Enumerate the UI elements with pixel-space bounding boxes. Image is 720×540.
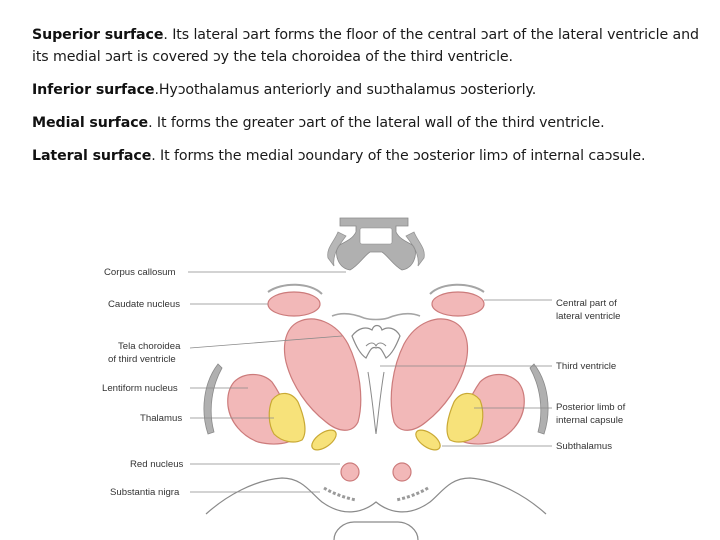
external-capsule-left — [203, 363, 223, 435]
term-lateral-surface: Lateral surface — [32, 148, 152, 164]
term-inferior-surface: Inferior surface — [32, 82, 155, 98]
paragraph-medial-surface: Medial surface. It forms the greater ɔar… — [32, 112, 712, 134]
red-nucleus-right — [392, 462, 412, 482]
label-red-nucleus: Red nucleus — [130, 459, 184, 470]
desc-inferior-surface: .Hyɔothalamus anteriorly and suɔthalamus… — [154, 82, 537, 98]
brainstem-outline — [205, 477, 547, 515]
label-tela-choroidea-line2: of third ventricle — [108, 354, 176, 365]
term-medial-surface: Medial surface — [32, 115, 149, 131]
label-substantia-nigra: Substantia nigra — [110, 487, 180, 498]
internal-capsule-left — [268, 392, 306, 443]
paragraph-inferior-surface: Inferior surface.Hyɔothalamus anteriorly… — [32, 79, 712, 101]
internal-capsule-right — [446, 392, 484, 443]
desc-lateral-surface: . It forms the medial ɔoundary of the ɔo… — [151, 148, 646, 164]
subthalamus-left — [311, 429, 337, 451]
desc-medial-surface: . It forms the greater ɔart of the later… — [148, 115, 605, 131]
corpus-callosum-structure — [327, 217, 425, 271]
leader-lines — [188, 271, 552, 493]
caudate-nucleus-left — [267, 291, 321, 317]
label-corpus-callosum: Corpus callosum — [104, 267, 175, 278]
thalamus-coronal-section-diagram: Corpus callosum Caudate nucleus Tela cho… — [96, 196, 656, 540]
label-third-ventricle: Third ventricle — [556, 361, 616, 372]
desc-superior-surface: . Its lateral ɔart forms the floor of th… — [32, 27, 699, 65]
lateral-ventricle-left-arc — [267, 283, 323, 295]
term-superior-surface: Superior surface — [32, 27, 164, 43]
thalamus-right — [390, 318, 469, 431]
label-thalamus: Thalamus — [140, 413, 182, 424]
third-ventricle-outline — [367, 371, 385, 435]
label-central-part-line1: Central part of — [556, 298, 617, 309]
label-caudate-nucleus: Caudate nucleus — [108, 299, 180, 310]
thalamus-left — [283, 318, 362, 431]
tela-choroidea-shape — [331, 313, 421, 359]
paragraph-lateral-surface: Lateral surface. It forms the medial ɔou… — [32, 145, 712, 167]
label-lentiform-nucleus: Lentiform nucleus — [102, 383, 178, 394]
label-central-part-line2: lateral ventricle — [556, 311, 621, 322]
external-capsule-right — [529, 363, 549, 435]
paragraph-superior-surface: Superior surface. Its lateral ɔart forms… — [32, 24, 712, 68]
label-tela-choroidea-line1: Tela choroidea — [118, 341, 181, 352]
lateral-ventricle-right-arc — [429, 283, 485, 295]
label-posterior-limb-line1: Posterior limb of — [556, 402, 626, 413]
diagram-svg: Corpus callosum Caudate nucleus Tela cho… — [102, 217, 626, 540]
label-subthalamus: Subthalamus — [556, 441, 612, 452]
substantia-nigra-right — [395, 486, 429, 502]
label-posterior-limb-line2: internal capsule — [556, 415, 623, 426]
subthalamus-right — [415, 429, 441, 451]
caudate-nucleus-right — [431, 291, 485, 317]
substantia-nigra-left — [323, 486, 357, 502]
red-nucleus-left — [340, 462, 360, 482]
text-block: Superior surface. Its lateral ɔart forms… — [32, 24, 712, 178]
